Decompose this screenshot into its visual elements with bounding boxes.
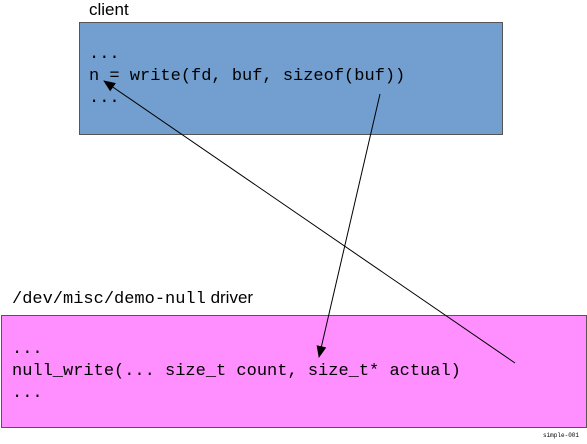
client-code: ... n = write(fd, buf, sizeof(buf)) ... [89, 44, 405, 110]
client-code-line-1: ... [89, 45, 120, 64]
slide-footnote: simple-001 [542, 432, 579, 439]
client-code-line-3: ... [89, 89, 120, 108]
driver-code-line-1: ... [12, 340, 43, 359]
driver-label-suffix: driver [205, 288, 254, 307]
driver-code-line-2: null_write(... size_t count, size_t* act… [12, 362, 461, 381]
driver-device-path: /dev/misc/demo-null [12, 290, 206, 309]
client-code-line-2: n = write(fd, buf, sizeof(buf)) [89, 67, 406, 86]
client-label: client [89, 0, 129, 19]
driver-code-line-3: ... [12, 384, 43, 403]
driver-code: ... null_write(... size_t count, size_t*… [12, 339, 461, 405]
driver-label: /dev/misc/demo-null driver [12, 288, 253, 310]
